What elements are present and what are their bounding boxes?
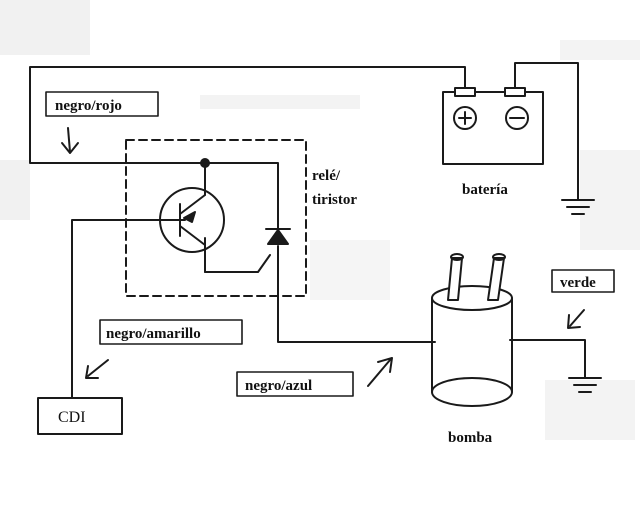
ground-battery-icon bbox=[561, 199, 595, 215]
label-negro-rojo: negro/rojo bbox=[55, 98, 122, 114]
wire-negro-azul bbox=[277, 245, 436, 343]
battery-negative-terminal bbox=[505, 106, 529, 130]
transistor-symbol bbox=[159, 162, 225, 273]
thyristor-symbol bbox=[265, 228, 291, 245]
wire-relay-top bbox=[204, 162, 279, 229]
battery-symbol bbox=[442, 87, 544, 165]
label-negro-azul: negro/azul bbox=[245, 378, 312, 394]
label-box-verde bbox=[551, 269, 615, 293]
wire-negro-amarillo bbox=[71, 219, 186, 401]
label-box-cdi bbox=[37, 397, 123, 435]
label-tiristor: tiristor bbox=[312, 192, 357, 208]
wire-verde bbox=[509, 339, 586, 379]
battery-positive-terminal bbox=[453, 106, 477, 130]
label-box-negro-amarillo bbox=[99, 319, 243, 345]
wire-battery-positive bbox=[29, 66, 466, 164]
wires bbox=[29, 62, 586, 401]
wire-battery-negative bbox=[514, 62, 579, 201]
pump-symbol bbox=[431, 253, 513, 407]
relay-box bbox=[125, 139, 307, 297]
arrows bbox=[61, 127, 585, 387]
label-rele: relé/ bbox=[312, 168, 341, 184]
label-box-negro-azul bbox=[236, 371, 354, 397]
ground-bomba-icon bbox=[568, 377, 602, 393]
arrow-negro-azul-icon bbox=[367, 357, 393, 387]
scan-noise bbox=[0, 0, 640, 440]
label-verde: verde bbox=[560, 275, 596, 291]
arrow-negro-rojo-icon bbox=[61, 127, 79, 154]
label-box-negro-rojo bbox=[45, 91, 159, 117]
label-cdi: CDI bbox=[58, 409, 86, 426]
label-bomba: bomba bbox=[448, 430, 493, 446]
label-negro-amarillo: negro/amarillo bbox=[106, 326, 201, 342]
arrow-verde-icon bbox=[567, 309, 585, 329]
label-bateria: batería bbox=[462, 182, 508, 198]
label-boxes bbox=[37, 91, 615, 435]
arrow-negro-amarillo-icon bbox=[85, 359, 109, 379]
